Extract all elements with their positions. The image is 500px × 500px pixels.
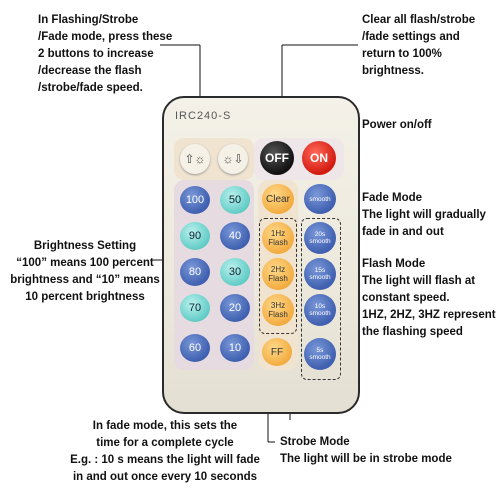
flash-mode-annotation: Flash Mode The light will flash at const… (362, 256, 496, 341)
fade-mode-title: Fade Mode (362, 192, 423, 204)
brightness-30-button[interactable]: 30 (220, 258, 250, 286)
brightness-annotation: Brightness Setting “100” means 100 perce… (10, 238, 160, 306)
button-line: smooth (309, 310, 331, 317)
annotation-line: /decrease the flash (38, 65, 142, 77)
smooth-dashed-box (301, 218, 341, 380)
brightness-60-button[interactable]: 60 (180, 334, 210, 362)
annotation-line: The light will gradually (362, 209, 486, 221)
button-line: smooth (309, 274, 331, 281)
button-line: Flash (268, 274, 288, 283)
flash-mode-title: Flash Mode (362, 258, 426, 270)
fade-mode-annotation: Fade Mode The light will gradually fade … (362, 190, 486, 241)
button-line: Flash (268, 310, 288, 319)
annotation-line: “100” means 100 percent (16, 257, 154, 269)
button-line: 1Hz (270, 229, 286, 238)
fade-time-annotation: In fade mode, this sets the time for a c… (40, 418, 290, 486)
brightness-80-button[interactable]: 80 (180, 258, 210, 286)
strobe-desc: The light will be in strobe mode (280, 453, 452, 465)
brightness-up-icon[interactable]: ⇧☼ (180, 144, 210, 174)
button-line: smooth (309, 354, 331, 361)
annotation-line: /strobe/fade speed. (38, 82, 143, 94)
button-line: 15s (314, 267, 326, 274)
brightness-100-button[interactable]: 100 (180, 186, 210, 214)
off-button[interactable]: OFF (260, 141, 294, 175)
brightness-20-button[interactable]: 20 (220, 294, 250, 322)
annotation-line: In fade mode, this sets the (92, 420, 238, 432)
clear-annotation: Clear all flash/strobe /fade settings an… (362, 12, 475, 80)
annotation-line: brightness and “10” means (10, 274, 160, 286)
flash-dashed-box (259, 218, 297, 334)
annotation-line: return to 100% (362, 48, 442, 60)
model-label: IRC240-S (175, 110, 232, 122)
annotation-line: brightness. (362, 65, 424, 77)
strobe-annotation: Strobe Mode The light will be in strobe … (280, 434, 452, 468)
strobe-title: Strobe Mode (280, 436, 350, 448)
flash-speed-annotation: In Flashing/Strobe /Fade mode, press the… (38, 12, 172, 97)
annotation-line: 10 percent brightness (25, 291, 145, 303)
annotation-line: 1HZ, 2HZ, 3HZ represent (362, 309, 496, 321)
button-line: 3Hz (270, 301, 286, 310)
annotation-line: /Fade mode, press these (38, 31, 173, 43)
button-line: 20s (314, 231, 326, 238)
power-annotation: Power on/off (362, 119, 432, 131)
brightness-90-button[interactable]: 90 (180, 222, 210, 250)
smooth-button[interactable]: smooth (304, 184, 336, 214)
brightness-down-icon[interactable]: ☼⇩ (218, 144, 248, 174)
annotation-line: time for a complete cycle (96, 437, 234, 449)
brightness-50-button[interactable]: 50 (220, 186, 250, 214)
brightness-title: Brightness Setting (33, 240, 137, 252)
annotation-line: Clear all flash/strobe (362, 14, 476, 26)
button-line: 2Hz (270, 265, 286, 274)
strobe-ff-button[interactable]: FF (262, 338, 292, 366)
on-button[interactable]: ON (302, 141, 336, 175)
annotation-line: /fade settings and (362, 31, 460, 43)
annotation-line: fade in and out (362, 226, 444, 238)
annotation-line: E.g. : 10 s means the light will fade (70, 454, 260, 466)
brightness-10-button[interactable]: 10 (220, 334, 250, 362)
brightness-40-button[interactable]: 40 (220, 222, 250, 250)
button-line: 10s (314, 303, 326, 310)
button-line: smooth (309, 238, 331, 245)
annotation-line: constant speed. (362, 292, 450, 304)
brightness-70-button[interactable]: 70 (180, 294, 210, 322)
button-line: 5s (316, 347, 324, 354)
annotation-line: 2 buttons to increase (38, 48, 154, 60)
clear-button[interactable]: Clear (262, 184, 294, 214)
annotation-line: the flashing speed (362, 326, 463, 338)
button-line: Flash (268, 238, 288, 247)
annotation-line: in and out once every 10 seconds (72, 471, 258, 483)
annotation-line: The light will flash at (362, 275, 476, 287)
annotation-line: In Flashing/Strobe (38, 14, 139, 26)
